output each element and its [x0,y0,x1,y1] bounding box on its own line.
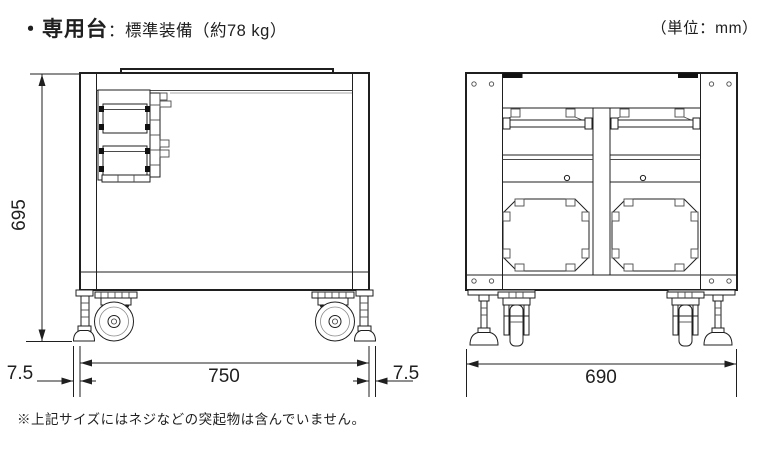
drawer-unit [97,89,172,183]
leveling-foot-side-right [703,294,733,346]
caster-side-right [666,291,705,347]
cutout-right [611,198,699,272]
dimension-width: 750 7.5 7.5 [7,346,419,397]
page-title-sub: ：標準装備（約78 kg） [108,22,287,40]
caster-front-left [94,291,138,342]
dim-height-text: 695 [9,199,30,231]
dimension-depth: 690 [466,349,737,397]
leveling-foot-front-right [353,289,377,342]
caster-front-right [311,291,355,342]
dim-overhang-left-text: 7.5 [7,363,33,384]
page-title: ・専用台：標準装備（約78 kg） [20,13,287,43]
drawer-top [99,103,150,134]
rail-left [502,108,593,130]
page-title-main: ・専用台 [20,18,108,41]
dim-width-text: 750 [208,366,240,387]
dim-depth-text: 690 [585,367,617,388]
drawer-bottom [99,145,150,176]
leveling-foot-side-left [469,294,499,346]
cutout-left [502,198,590,272]
unit-label: （単位：mm） [651,20,758,37]
footnote: ※上記サイズにはネジなどの突起物は含んでいません。 [17,412,366,427]
leveling-foot-front-left [72,289,96,342]
front-view: 695 750 7.5 7.5 [7,68,419,397]
side-view: 690 [465,72,738,397]
caster-side-left [497,291,536,347]
dim-overhang-right-text: 7.5 [393,363,419,384]
side-frame [465,72,738,291]
dimension-height: 695 [9,73,80,342]
rail-right [610,108,701,130]
